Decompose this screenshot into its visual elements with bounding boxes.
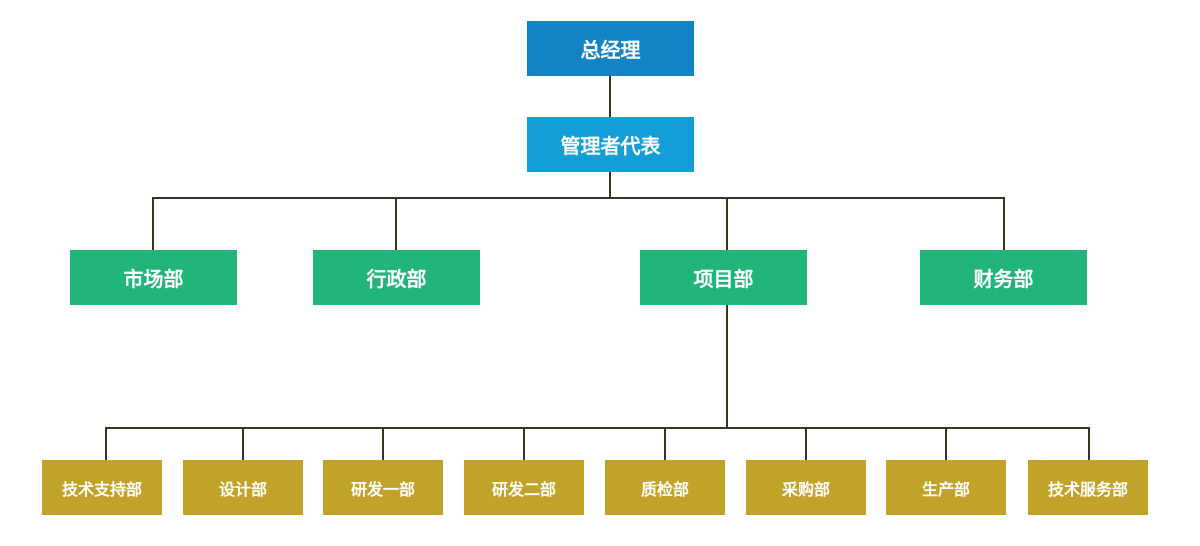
connector-gm-rep <box>609 75 611 118</box>
connector-sub-8 <box>1088 427 1090 460</box>
connector-sub-3 <box>382 427 384 460</box>
connector-dept-3 <box>726 197 728 250</box>
connector-project-down <box>726 304 728 428</box>
sub-department-box-tech-service: 技术服务部 <box>1028 460 1148 515</box>
connector-dept-bar <box>152 197 1005 199</box>
management-representative-box: 管理者代表 <box>527 117 694 172</box>
sub-department-box-tech-support: 技术支持部 <box>42 460 162 515</box>
connector-sub-1 <box>105 427 107 460</box>
sub-department-box-rd-2: 研发二部 <box>464 460 584 515</box>
department-box-finance: 财务部 <box>920 250 1087 305</box>
connector-dept-2 <box>395 197 397 250</box>
department-box-project: 项目部 <box>640 250 807 305</box>
connector-sub-7 <box>945 427 947 460</box>
sub-department-box-qc: 质检部 <box>605 460 725 515</box>
sub-department-box-production: 生产部 <box>886 460 1006 515</box>
connector-sub-5 <box>664 427 666 460</box>
connector-sub-4 <box>523 427 525 460</box>
general-manager-box: 总经理 <box>527 21 694 76</box>
connector-sub-2 <box>242 427 244 460</box>
department-box-market: 市场部 <box>70 250 237 305</box>
department-box-admin: 行政部 <box>313 250 480 305</box>
sub-department-box-design: 设计部 <box>183 460 303 515</box>
connector-dept-4 <box>1003 197 1005 250</box>
connector-sub-6 <box>805 427 807 460</box>
connector-rep-down <box>609 171 611 198</box>
connector-dept-1 <box>152 197 154 250</box>
connector-sub-bar <box>105 427 1090 429</box>
sub-department-box-rd-1: 研发一部 <box>323 460 443 515</box>
sub-department-box-purchasing: 采购部 <box>746 460 866 515</box>
